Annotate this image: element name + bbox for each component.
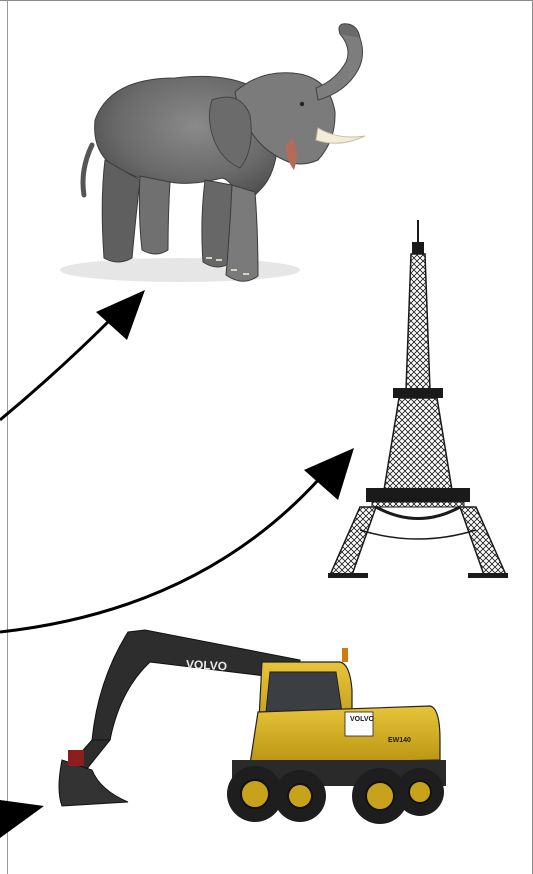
model-text: EW140 <box>388 737 411 744</box>
arrowhead <box>0 800 44 838</box>
elephant-icon <box>60 24 365 282</box>
arrow-to-excavator <box>0 800 44 838</box>
arrowhead <box>96 290 145 340</box>
arrow-to-eiffel-tower <box>0 448 354 632</box>
body-brand-text: VOLVO <box>350 716 375 723</box>
arrow-to-elephant <box>0 290 145 420</box>
arrowhead <box>304 448 354 500</box>
eiffel-tower-icon <box>328 220 508 578</box>
excavator-icon: VOLVO VOLVO EW140 <box>59 630 446 824</box>
boom-brand-text: VOLVO <box>186 657 228 673</box>
